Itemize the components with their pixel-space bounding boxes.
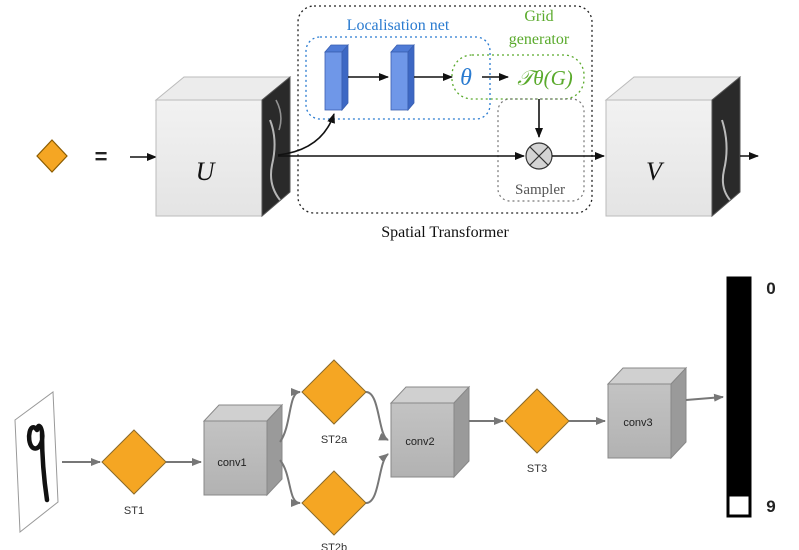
conv3-to-output-arrow — [685, 393, 724, 402]
st1-diamond-icon — [101, 429, 167, 495]
st2b-diamond-icon — [301, 470, 367, 536]
st1-label: ST1 — [124, 505, 144, 517]
localisation-layer-2 — [390, 43, 415, 112]
st2b-label: ST2b — [321, 542, 347, 550]
conv1-to-st2a-arrow — [279, 388, 301, 443]
grid-generator-label-line1: Grid — [524, 8, 553, 25]
conv2-label: conv2 — [405, 436, 434, 448]
output-cube-v — [604, 75, 742, 218]
st3-diamond-icon — [504, 388, 570, 454]
st3-label: ST3 — [527, 463, 547, 475]
conv3-label: conv3 — [623, 417, 652, 429]
input-digit-image — [14, 391, 59, 533]
st2b-to-conv2-arrow — [365, 453, 389, 504]
spatial-transformer-caption: Spatial Transformer — [381, 224, 509, 241]
input-cube-u — [154, 75, 292, 218]
transform-label: 𝒯θ(G) — [517, 66, 573, 90]
spatial-transformer-box — [297, 5, 593, 214]
conv1-cube — [202, 403, 284, 497]
output-probability-bar — [726, 276, 752, 518]
grid-generator-box — [451, 54, 585, 100]
legend-diamond-icon — [36, 139, 68, 173]
conv2-cube — [389, 385, 471, 479]
st2a-diamond-icon — [301, 359, 367, 425]
localisation-net-label: Localisation net — [347, 17, 450, 34]
input-label-u: U — [196, 157, 217, 186]
st2a-to-conv2-arrow — [365, 391, 389, 441]
output-scale-bottom-label: 9 — [766, 497, 775, 516]
conv1-to-st2b-arrow — [279, 459, 301, 507]
theta-symbol: θ — [460, 65, 472, 91]
u-to-localisation-arrow — [277, 113, 335, 156]
st2a-label: ST2a — [321, 434, 348, 446]
legend-equals: = — [95, 144, 108, 169]
conv3-cube — [606, 366, 688, 460]
conv1-label: conv1 — [217, 457, 246, 469]
output-scale-top-label: 0 — [766, 279, 775, 298]
localisation-layer-1 — [324, 43, 349, 112]
sampler-label: Sampler — [515, 182, 565, 198]
grid-generator-label-line2: generator — [509, 31, 570, 48]
sampler-multiply-icon — [525, 142, 553, 170]
sampler-box — [497, 98, 585, 202]
output-label-v: V — [646, 157, 665, 186]
localisation-net-box — [305, 36, 491, 120]
